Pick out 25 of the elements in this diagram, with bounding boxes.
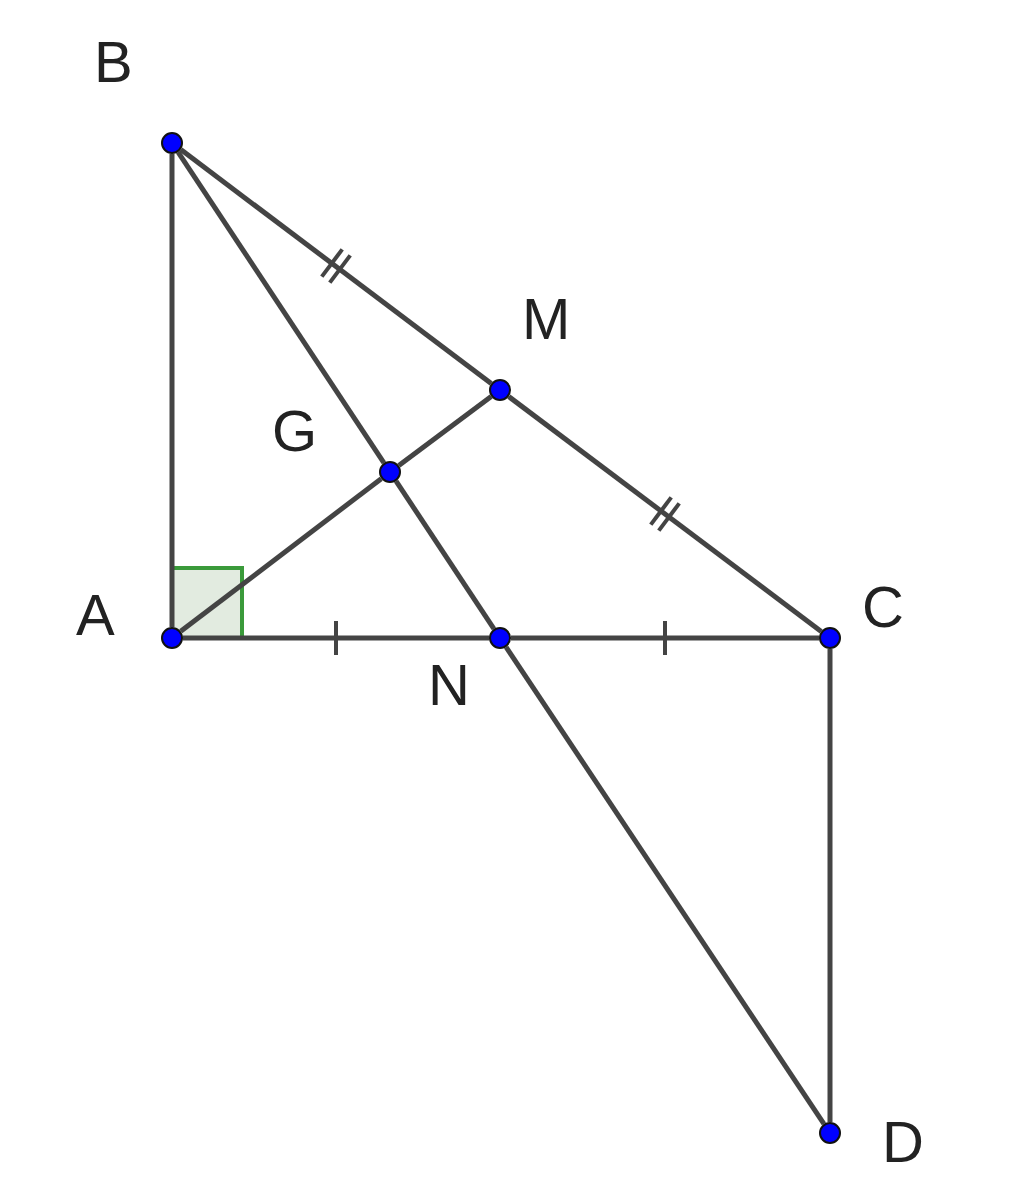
point-dot	[379, 461, 401, 483]
line-segment	[511, 635, 819, 641]
line-segment	[179, 476, 383, 634]
point-label: B	[94, 33, 133, 91]
line-segment	[394, 479, 496, 631]
point-label: G	[272, 402, 318, 460]
point-label: N	[428, 656, 470, 714]
point-label: D	[882, 1113, 924, 1171]
line-segment	[179, 147, 493, 386]
point-dot	[819, 627, 841, 649]
point-dot	[161, 627, 183, 649]
point-label: A	[76, 586, 115, 644]
line-segment	[507, 394, 823, 634]
point-label: C	[862, 578, 904, 636]
point-dot	[489, 379, 511, 401]
point-dot	[819, 1122, 841, 1144]
line-segment	[176, 150, 386, 465]
line-segment	[827, 649, 833, 1122]
point-dot	[161, 132, 183, 154]
line-segment	[169, 154, 175, 627]
line-segment	[504, 645, 826, 1126]
line-segment	[397, 394, 493, 468]
point-label: M	[522, 290, 571, 348]
point-dot	[489, 627, 511, 649]
line-segment	[183, 635, 489, 641]
